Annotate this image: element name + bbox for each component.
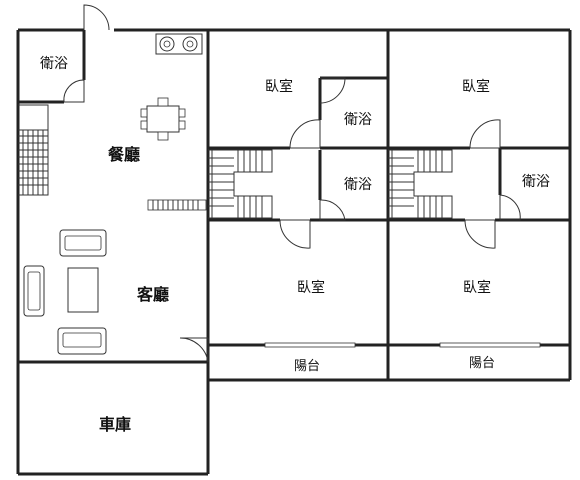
walls bbox=[16, 28, 572, 476]
stairs bbox=[18, 104, 453, 219]
sofa-icon bbox=[59, 229, 107, 257]
room-labels: 衛浴 餐廳 客廳 車庫 臥室 衛浴 衛浴 臥室 陽台 臥室 衛浴 臥室 陽台 bbox=[40, 56, 550, 434]
label-balcony-a: 陽台 bbox=[294, 359, 320, 374]
entry-door-icon bbox=[83, 4, 110, 31]
stove-icon bbox=[155, 33, 203, 55]
armchair-icon bbox=[23, 265, 45, 317]
label-bath-a-lower: 衛浴 bbox=[344, 177, 372, 193]
left-staircase-icon bbox=[18, 104, 49, 196]
label-dining: 餐廳 bbox=[107, 145, 140, 164]
label-bedroom-a-top: 臥室 bbox=[265, 78, 293, 95]
label-bath-a-upper: 衛浴 bbox=[344, 112, 372, 128]
unit-a-staircase-icon bbox=[208, 149, 273, 219]
balcony-windows bbox=[264, 342, 541, 348]
label-balcony-b: 陽台 bbox=[469, 356, 495, 371]
unit-b-staircase-icon bbox=[388, 149, 453, 219]
doors bbox=[63, 4, 521, 363]
label-bath-b: 衛浴 bbox=[522, 174, 550, 190]
coffee-table-icon bbox=[67, 267, 99, 313]
label-bath-top-left: 衛浴 bbox=[40, 56, 68, 72]
label-bedroom-b-top: 臥室 bbox=[462, 78, 490, 95]
dining-table-icon bbox=[140, 97, 186, 141]
label-bedroom-b-bottom: 臥室 bbox=[463, 279, 491, 296]
bath-door-icon bbox=[63, 79, 85, 103]
label-bedroom-a-bottom: 臥室 bbox=[297, 279, 325, 296]
label-garage: 車庫 bbox=[99, 415, 131, 434]
sofa-bottom-icon bbox=[57, 327, 107, 355]
label-living: 客廳 bbox=[137, 285, 169, 304]
railing-stair-icon bbox=[147, 199, 207, 211]
furniture bbox=[23, 33, 203, 355]
